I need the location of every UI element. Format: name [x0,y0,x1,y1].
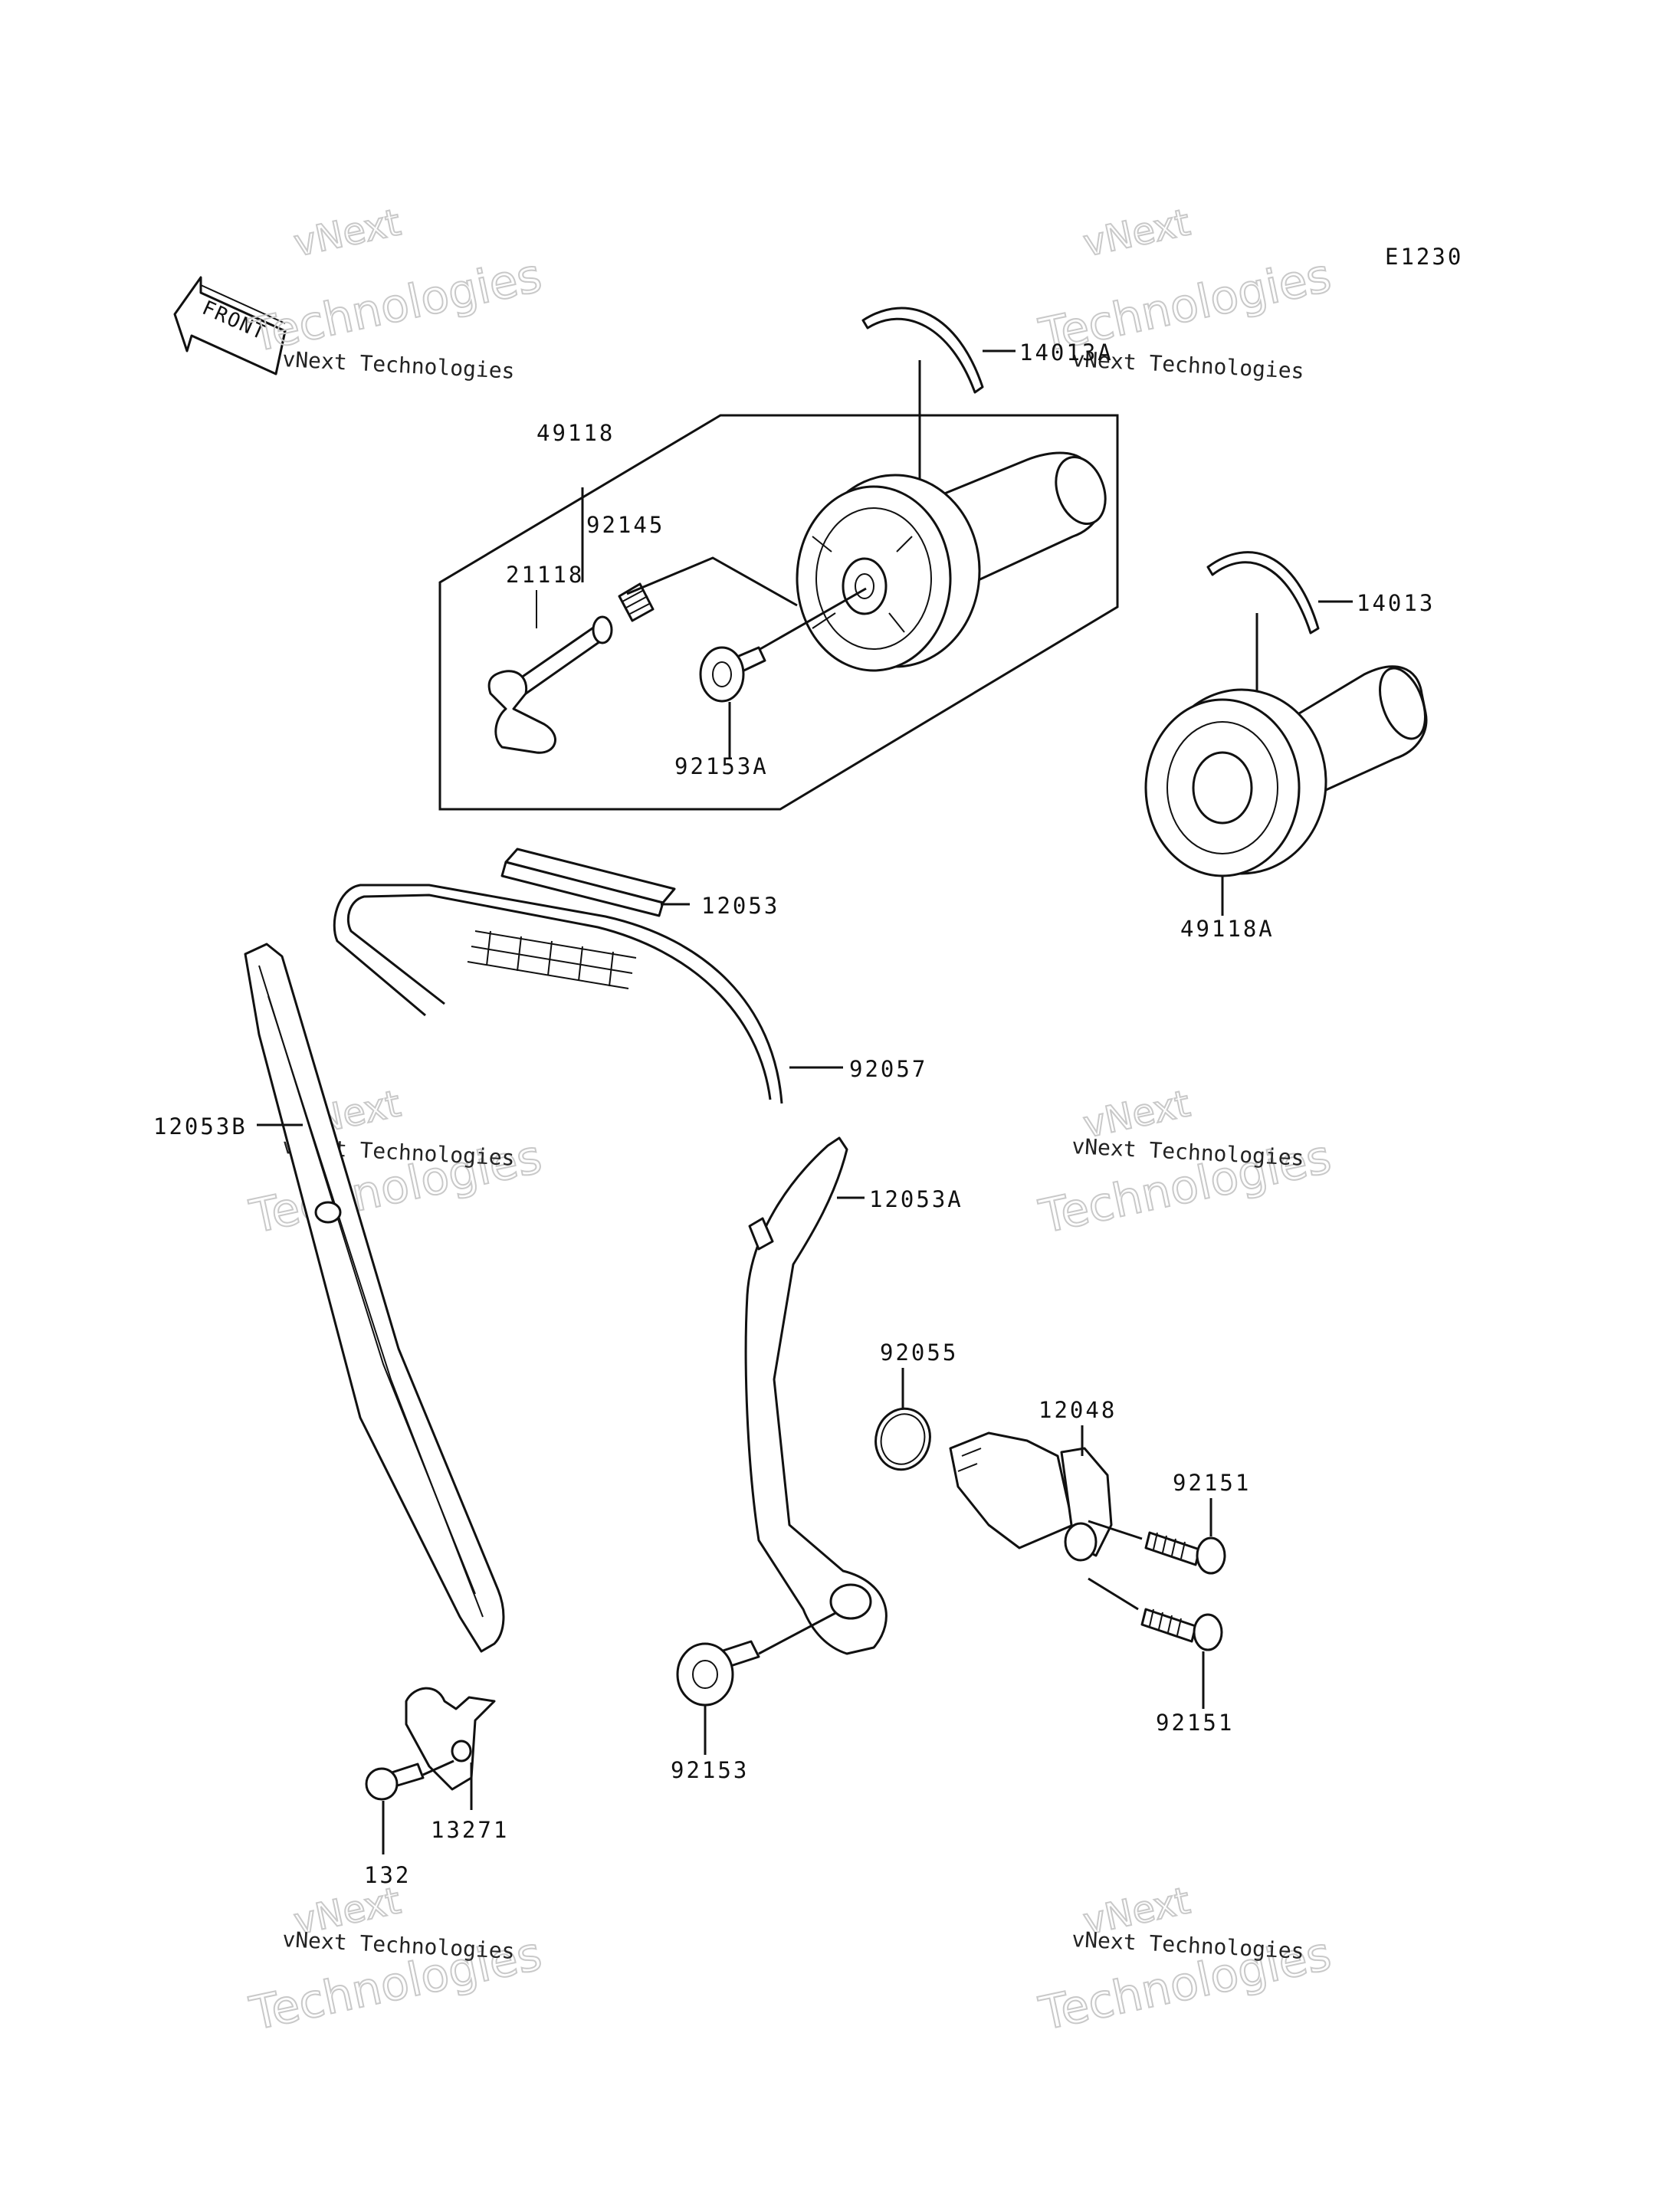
label-92153: 92153 [671,1757,749,1783]
label-12053B: 12053B [153,1113,248,1139]
label-12053A: 12053A [869,1186,963,1212]
label-92057: 92057 [849,1056,927,1082]
label-12048: 12048 [1039,1397,1117,1423]
watermark: vNext Technologies vNext Technologies vN… [244,200,1337,2041]
label-132: 132 [364,1862,411,1888]
label-14013: 14013 [1357,590,1435,616]
label-92145: 92145 [586,512,664,538]
label-49118: 49118 [536,420,615,446]
bolt-92151-lower [1088,1577,1223,1709]
diagram-code: E1230 [1385,244,1463,270]
svg-text:Technologies: Technologies [245,249,546,363]
label-12053: 12053 [701,893,779,919]
guide-12053B [244,943,505,1653]
bolt-132 [365,1759,454,1854]
svg-text:vNext: vNext [1080,201,1194,265]
chain-92057 [333,884,843,1104]
bracket-13271 [405,1687,496,1810]
svg-text:vNext: vNext [290,201,405,265]
camshaft-49118A [1144,665,1428,916]
label-92151-upper: 92151 [1173,1470,1251,1496]
camshaft-49118 [796,451,1107,672]
oring-92055 [874,1368,931,1471]
bolt-92153 [676,1612,836,1755]
svg-text:vNext Technologies: vNext Technologies [282,346,516,384]
bolt-92153A [699,587,867,759]
clip-14013 [1206,551,1353,703]
clip-14013A [861,307,1016,490]
tensioner-12048 [949,1425,1113,1562]
shaft-21118 [487,590,613,754]
bolt-92151-upper [1088,1498,1226,1575]
label-49118A: 49118A [1180,916,1275,942]
label-92151-lower: 92151 [1156,1710,1234,1736]
label-14013A: 14013A [1019,339,1114,366]
label-21118: 21118 [506,562,584,588]
label-13271: 13271 [431,1817,509,1843]
part-labels: 14013A 49118 92145 21118 92153A 14013 49… [153,339,1435,1888]
label-92055: 92055 [880,1340,958,1366]
pad-12053 [500,848,690,917]
label-92153A: 92153A [674,753,769,779]
assembly-frame [438,414,1119,811]
guide-12053A [744,1136,888,1655]
